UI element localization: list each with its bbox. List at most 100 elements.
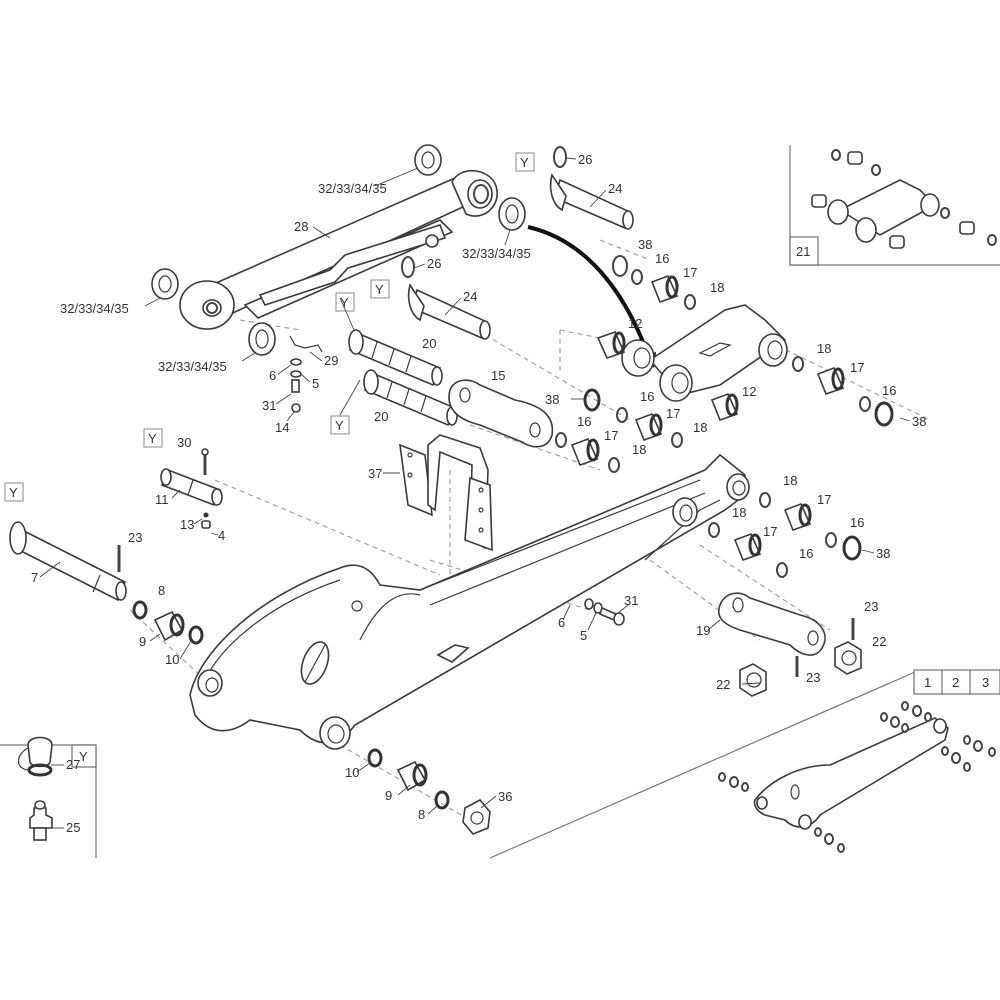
callout-spring-pin: 23 [864, 599, 878, 614]
svg-text:Y: Y [520, 155, 529, 170]
detail-frame-y: Y [0, 744, 97, 858]
callout-nut: 22 [872, 634, 886, 649]
leader-lines [39, 157, 911, 829]
inset-rocker [811, 149, 997, 249]
grease-nipple-25[interactable] [29, 800, 53, 841]
hydraulic-cylinder[interactable] [179, 169, 498, 330]
callout-washer-set: 32/33/34/35 [60, 301, 129, 316]
callout-pin: 24 [608, 181, 622, 196]
callout-nut: 22 [716, 677, 730, 692]
rocker-link[interactable] [621, 304, 788, 402]
svg-text:Y: Y [335, 418, 344, 433]
link-plate-19[interactable] [718, 592, 826, 656]
callout-ring: 10 [345, 765, 359, 780]
rocker-hardware[interactable] [555, 255, 894, 473]
washer-set-b[interactable] [498, 197, 526, 231]
callout-ring: 16 [577, 414, 591, 429]
callout-bracket: 29 [324, 353, 338, 368]
bolt-31-arm[interactable] [584, 598, 625, 626]
variant-table: 1 2 3 [913, 669, 1000, 695]
callout-plate: 19 [696, 623, 710, 638]
callout-ring: 18 [632, 442, 646, 457]
variant-cell-3[interactable] [969, 669, 1000, 695]
nut-22a[interactable] [739, 663, 767, 697]
callout-bushing: 12 [742, 384, 756, 399]
callout-bolt: 31 [262, 398, 276, 413]
callouts: 32/33/34/35 32/33/34/35 32/33/34/35 32/3… [31, 152, 926, 835]
callout-ring: 18 [783, 473, 797, 488]
callout-ring: 16 [882, 383, 896, 398]
pin-20-lower[interactable] [363, 369, 458, 427]
callout-bushing: 12 [628, 316, 642, 331]
variant-label-3: 3 [982, 675, 989, 690]
bushing-set-left[interactable] [132, 600, 204, 645]
callout-bolt: 31 [624, 593, 638, 608]
callout-ring: 18 [732, 505, 746, 520]
callout-bushing: 17 [604, 428, 618, 443]
callout-bushing: 9 [385, 788, 392, 803]
svg-text:Y: Y [375, 282, 384, 297]
grease-nipple-13[interactable] [201, 512, 211, 529]
y-marker-pin7: Y [4, 482, 24, 502]
callout-nipple: 13 [180, 517, 194, 532]
arm-right-hardware[interactable] [708, 492, 862, 578]
pin-11[interactable] [160, 468, 223, 507]
link-plate-15[interactable] [448, 379, 554, 448]
callout-seal: 38 [638, 237, 652, 252]
callout-nut: 36 [498, 789, 512, 804]
nut-22b[interactable] [834, 641, 862, 675]
variant-thumbnail-arm [718, 701, 996, 853]
y-marker-pin24: Y [370, 279, 390, 299]
callout-washer-set: 32/33/34/35 [158, 359, 227, 374]
callout-washer: 5 [312, 376, 319, 391]
y-marker-pin20b: Y [330, 415, 350, 435]
pin-20-upper[interactable] [348, 329, 443, 387]
washer-set-d[interactable] [248, 322, 276, 356]
callout-spring-pin: 23 [128, 530, 142, 545]
clip-26-top[interactable] [553, 146, 567, 168]
dust-cap-27[interactable] [17, 736, 53, 777]
hardware-stack-left[interactable] [289, 335, 323, 413]
variant-cell-1[interactable] [913, 669, 943, 695]
bushing-set-bottom[interactable] [367, 748, 491, 835]
variant-label-2: 2 [952, 675, 959, 690]
svg-text:Y: Y [9, 485, 18, 500]
callout-washer: 5 [580, 628, 587, 643]
callout-ring: 18 [710, 280, 724, 295]
callout-ring: 10 [165, 652, 179, 667]
callout-spring-pin: 23 [806, 670, 820, 685]
washer-set-a[interactable] [414, 144, 442, 176]
washer-set-c[interactable] [151, 268, 179, 300]
callout-seal: 38 [876, 546, 890, 561]
inset-frame-21: 21 [789, 145, 1000, 266]
callout-bracket: 37 [368, 466, 382, 481]
callout-clip: 26 [427, 256, 441, 271]
callout-washer-set: 32/33/34/35 [462, 246, 531, 261]
inset-label: 21 [796, 244, 810, 259]
spring-pins-23[interactable] [795, 618, 855, 677]
callout-bushing: 17 [817, 492, 831, 507]
callout-ring: 16 [640, 389, 654, 404]
callout-ring: 18 [693, 420, 707, 435]
callout-washer-set: 32/33/34/35 [318, 181, 387, 196]
bracket-37[interactable] [399, 434, 493, 552]
detail-y-marker: Y [79, 749, 88, 764]
y-marker-pin11: Y [143, 428, 163, 448]
callout-ring: 16 [655, 251, 669, 266]
callout-ring: 16 [799, 546, 813, 561]
pin-24-mid[interactable] [407, 283, 491, 340]
callout-plate: 15 [491, 368, 505, 383]
callout-bushing: 9 [139, 634, 146, 649]
callout-washer: 6 [558, 615, 565, 630]
loader-arm[interactable] [189, 453, 750, 750]
y-marker-pin20a: Y [335, 292, 355, 312]
callout-seal: 38 [912, 414, 926, 429]
callout-seal: 38 [545, 392, 559, 407]
callout-bushing: 17 [683, 265, 697, 280]
callout-pin: 11 [155, 492, 169, 507]
pin-7[interactable] [9, 521, 127, 602]
clip-26-mid[interactable] [401, 256, 415, 278]
bolt-30[interactable] [201, 448, 209, 475]
callout-bushing: 17 [850, 360, 864, 375]
